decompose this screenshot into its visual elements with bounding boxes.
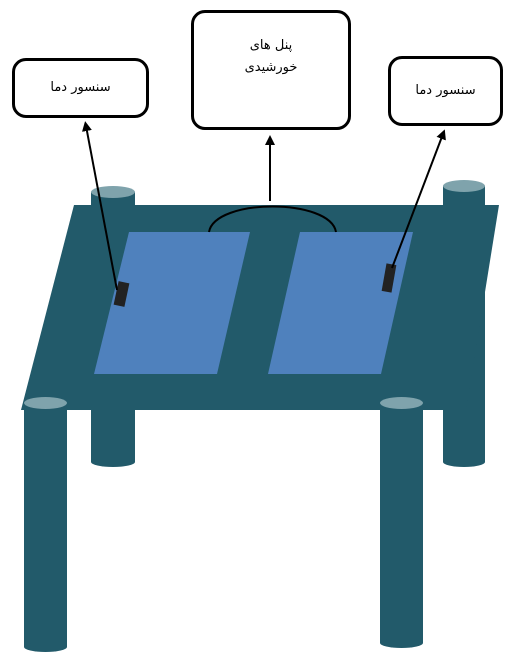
table-top — [21, 205, 499, 410]
solar-panel-left — [94, 232, 250, 374]
front-left-leg — [24, 397, 67, 652]
arrow-to-right-sensor-label — [391, 129, 446, 269]
solar-panel-right — [268, 232, 413, 374]
temperature-sensor-left — [113, 281, 130, 307]
panel-bracket-arc — [208, 205, 337, 233]
left-sensor-label: سنسور دما — [50, 80, 111, 95]
right-sensor-label: سنسور دما — [415, 83, 476, 98]
temperature-sensor-right — [381, 263, 397, 293]
right-sensor-label-box: سنسور دما — [388, 56, 503, 126]
left-sensor-label-box: سنسور دما — [12, 58, 149, 118]
front-right-leg — [380, 397, 423, 648]
solar-panels-label-box: پنل های خورشیدی — [191, 10, 351, 130]
solar-panels-label-line1: پنل های — [249, 38, 293, 53]
solar-panels-label-line2: خورشیدی — [244, 60, 298, 75]
arrow-to-left-sensor-label — [82, 121, 118, 291]
